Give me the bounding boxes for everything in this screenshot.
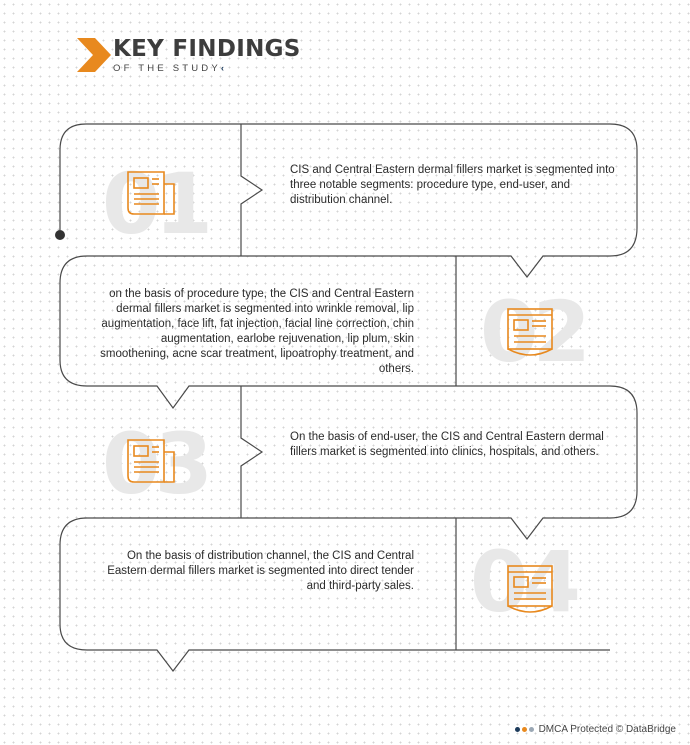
finding-text-1: CIS and Central Eastern dermal fillers m… bbox=[290, 164, 615, 206]
finding-text-3: On the basis of end-user, the CIS and Ce… bbox=[290, 431, 604, 458]
finding-text-2: on the basis of procedure type, the CIS … bbox=[100, 288, 414, 375]
finding-box-1-outline bbox=[59, 123, 638, 672]
finding-number-2: 02 bbox=[480, 283, 591, 381]
finding-number-3: 03 bbox=[102, 415, 213, 513]
newspaper-icon bbox=[127, 439, 175, 483]
divider-1 bbox=[240, 124, 264, 256]
dmca-dots-icon bbox=[514, 727, 534, 732]
page-subtitle: OF THE STUDY‹ bbox=[113, 63, 225, 74]
dot-3 bbox=[528, 727, 534, 732]
footer: DMCA Protected © DataBridge bbox=[514, 724, 676, 735]
chevron-right-icon bbox=[77, 38, 111, 72]
finding-text-4: On the basis of distribution channel, th… bbox=[107, 550, 414, 592]
dot-2 bbox=[521, 727, 527, 732]
page-title: KEY FINDINGS bbox=[113, 36, 301, 62]
track-start-dot bbox=[55, 230, 65, 240]
divider-3 bbox=[240, 386, 264, 518]
newspaper-icon bbox=[507, 308, 553, 356]
finding-number-4: 04 bbox=[470, 533, 581, 631]
dot-1 bbox=[514, 727, 520, 732]
dmca-text: DMCA Protected © DataBridge bbox=[538, 724, 676, 735]
page-header: KEY FINDINGS OF THE STUDY‹ bbox=[75, 34, 375, 78]
newspaper-icon bbox=[127, 171, 175, 215]
newspaper-icon bbox=[507, 565, 553, 613]
subtitle-mark-icon: ‹ bbox=[220, 63, 225, 74]
